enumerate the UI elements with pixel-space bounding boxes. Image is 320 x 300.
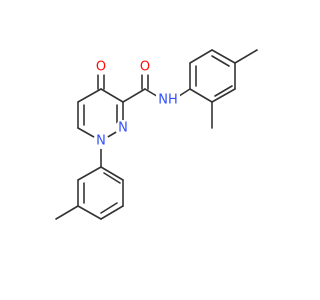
bond-ar1-b <box>211 88 236 103</box>
tolyl-ring <box>55 166 124 220</box>
bond-ar2-d <box>77 205 102 220</box>
bond-ar1-e <box>189 49 213 64</box>
bond-ar1-d <box>211 49 236 64</box>
bond-para-methyl <box>234 49 258 64</box>
bond-c3-camide <box>122 88 146 103</box>
bond-ar2-c <box>100 205 124 220</box>
bond-ar1-d-inner <box>211 55 230 67</box>
ring-n2-label: N <box>118 121 128 136</box>
ketone-oxygen-label: O <box>96 60 106 75</box>
bond-ar1-a <box>189 88 213 103</box>
bond-ar2-c-inner <box>100 202 118 214</box>
bond-ar2-a-inner <box>103 172 121 184</box>
amide-nh-label: NH <box>158 93 178 108</box>
bond-c3-c4 <box>100 88 124 103</box>
bond-ar2-a <box>100 166 124 181</box>
atom-labels: O O NH N N <box>93 59 180 149</box>
ketone-group <box>97 74 105 90</box>
structure-drawing: O O NH N N <box>55 49 258 220</box>
bond-ar2-f <box>77 166 102 181</box>
bond-meta-methyl <box>55 205 79 220</box>
molecule-canvas: O O NH N N <box>55 49 258 220</box>
dimethylphenyl-ring <box>189 49 258 129</box>
amide-oxygen-label: O <box>140 60 150 75</box>
bond-c4-c5 <box>77 88 102 103</box>
bond-ar1-b-inner <box>214 85 233 97</box>
ring-n1-label: N <box>96 134 106 149</box>
